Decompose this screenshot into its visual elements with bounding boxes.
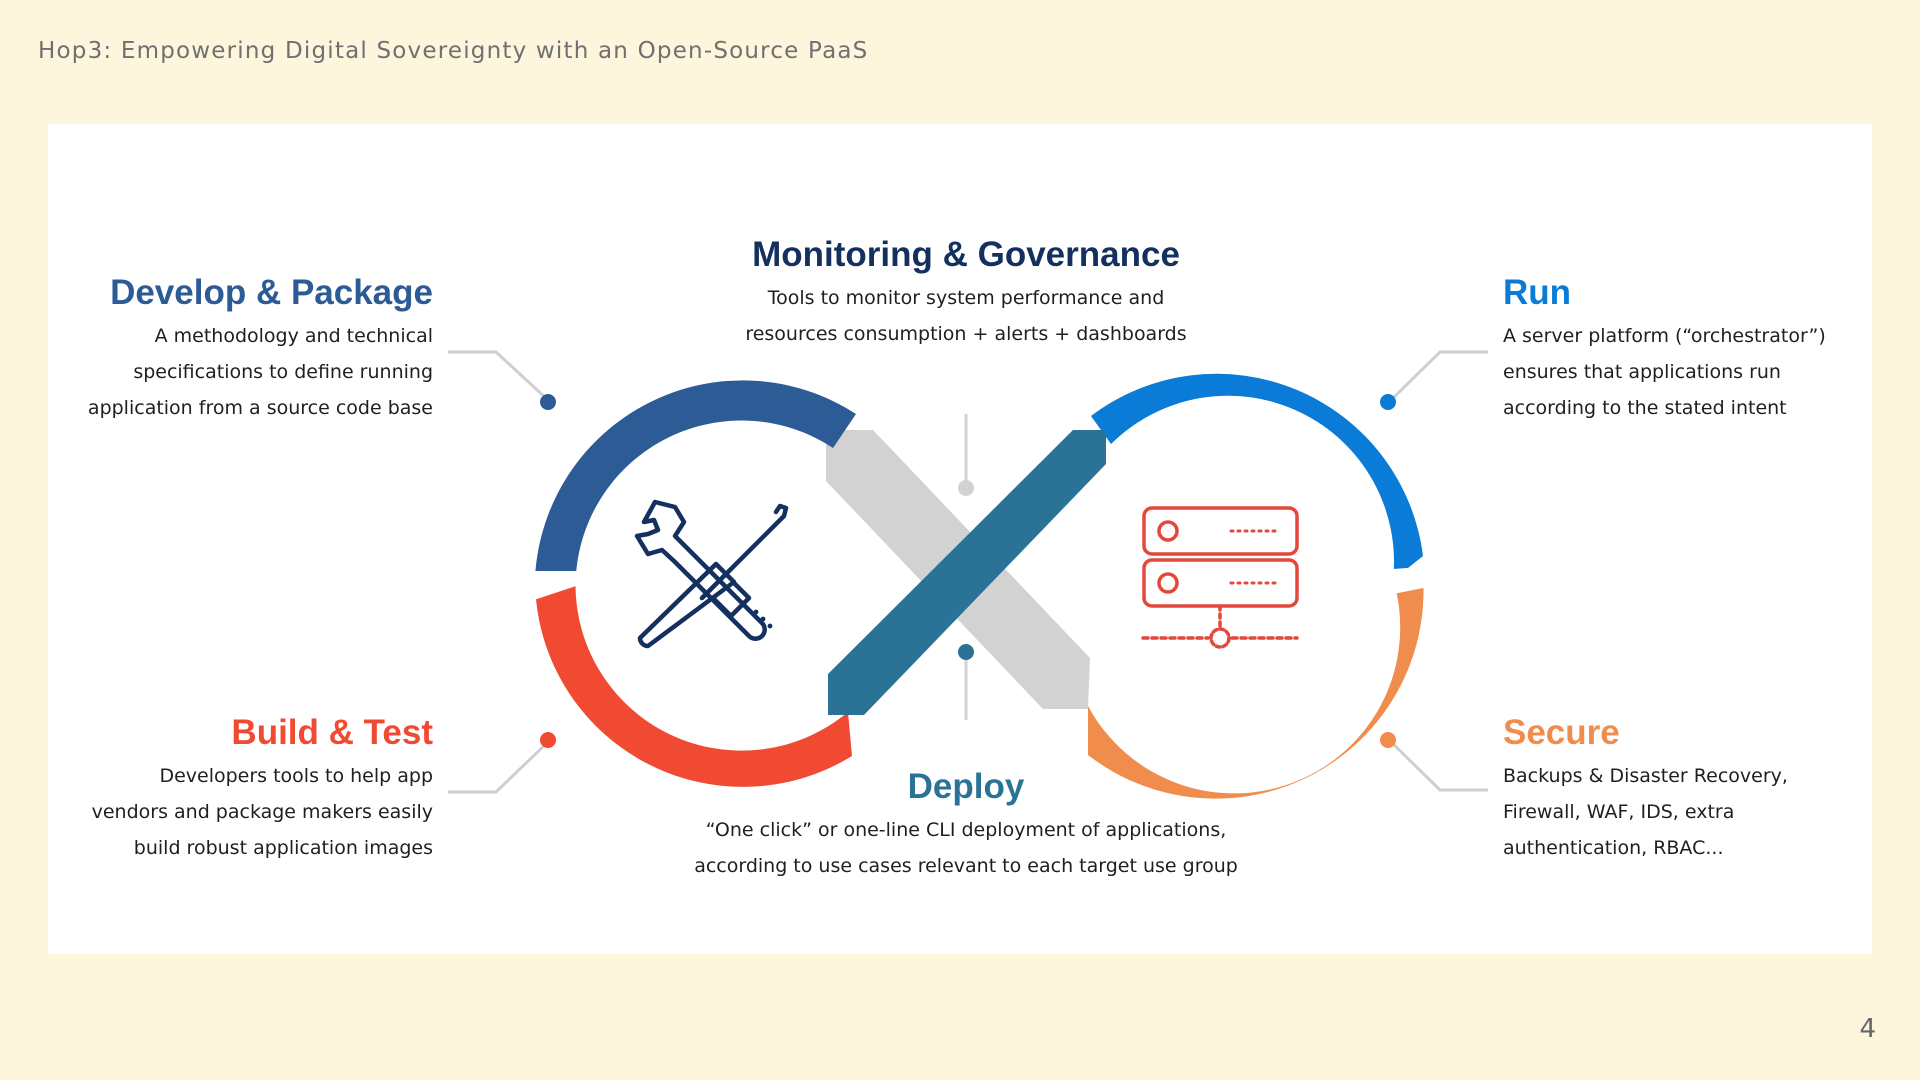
- build-test-line-3: build robust application images: [133, 837, 433, 859]
- secure-leader: [1387, 738, 1488, 792]
- develop-leader: [448, 350, 550, 402]
- deploy-connector-dot: [958, 644, 974, 660]
- wrench-and-screwdriver-icon: [634, 499, 789, 649]
- infinity-diagram-panel: Develop & Package A methodology and tech…: [48, 124, 1872, 954]
- secure-line-2: Firewall, WAF, IDS, extra: [1503, 801, 1735, 823]
- build-test-title: Build & Test: [231, 713, 433, 752]
- develop-package-title: Develop & Package: [110, 273, 433, 312]
- build-test-line-2: vendors and package makers easily: [91, 801, 433, 823]
- right-seam: [1393, 566, 1433, 594]
- run-line-3: according to the stated intent: [1503, 397, 1787, 419]
- secure-line-3: authentication, RBAC...: [1503, 837, 1724, 859]
- run-arc: [1091, 373, 1423, 580]
- server-rack-icon: [1141, 506, 1299, 649]
- run-leader: [1387, 350, 1488, 404]
- secure-title: Secure: [1503, 713, 1620, 752]
- slide-title: Hop3: Empowering Digital Sovereignty wit…: [38, 38, 869, 64]
- develop-package-block: Develop & Package A methodology and tech…: [68, 272, 433, 426]
- deploy-band: [828, 430, 1106, 715]
- build-test-line-1: Developers tools to help app: [159, 765, 433, 787]
- run-title: Run: [1503, 273, 1572, 312]
- secure-block: Secure Backups & Disaster Recovery, Fire…: [1503, 712, 1863, 866]
- develop-package-line-1: A methodology and technical: [154, 325, 433, 347]
- monitoring-governance-line-2: resources consumption + alerts + dashboa…: [745, 323, 1187, 345]
- secure-line-1: Backups & Disaster Recovery,: [1503, 765, 1788, 787]
- run-dot: [1380, 394, 1396, 410]
- build-leader: [448, 740, 550, 794]
- run-line-1: A server platform (“orchestrator”): [1503, 325, 1826, 347]
- deploy-line-2: according to use cases relevant to each …: [694, 855, 1238, 877]
- deploy-line-1: “One click” or one-line CLI deployment o…: [705, 819, 1227, 841]
- develop-dot: [540, 394, 556, 410]
- build-dot: [540, 732, 556, 748]
- deploy-block: Deploy “One click” or one-line CLI deplo…: [686, 766, 1246, 884]
- build-test-block: Build & Test Developers tools to help ap…: [68, 712, 433, 866]
- deploy-title: Deploy: [907, 767, 1025, 806]
- devops-infinity-loop: [448, 350, 1488, 799]
- page-number: 4: [1859, 1014, 1876, 1044]
- monitoring-governance-line-1: Tools to monitor system performance and: [767, 287, 1165, 309]
- develop-package-line-2: specifications to define running: [133, 361, 433, 383]
- build-arc: [535, 572, 852, 787]
- monitoring-governance-block: Monitoring & Governance Tools to monitor…: [716, 234, 1216, 352]
- left-seam: [528, 571, 582, 602]
- secure-dot: [1380, 732, 1396, 748]
- develop-arc: [535, 380, 856, 577]
- run-block: Run A server platform (“orchestrator”) e…: [1503, 272, 1863, 426]
- monitoring-connector-dot: [958, 480, 974, 496]
- run-line-2: ensures that applications run: [1503, 361, 1781, 383]
- monitoring-governance-title: Monitoring & Governance: [752, 235, 1180, 274]
- develop-package-line-3: application from a source code base: [87, 397, 433, 419]
